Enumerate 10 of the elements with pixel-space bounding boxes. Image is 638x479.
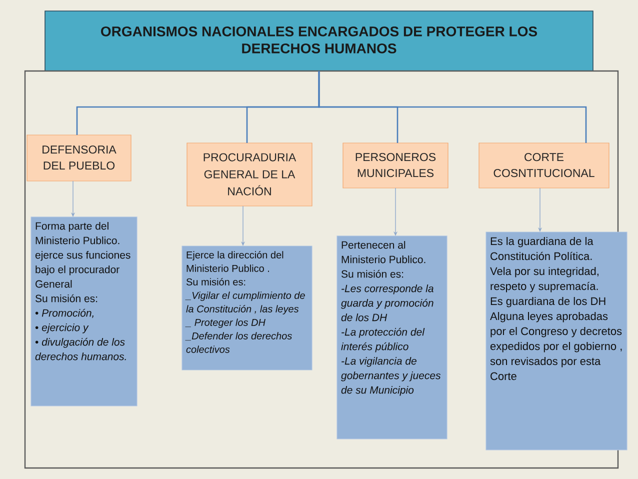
category-box: PERSONEROS MUNICIPALES — [342, 142, 448, 188]
category-box: PROCURADURIA GENERAL DE LA NACIÓN — [186, 142, 312, 206]
connector-line — [318, 71, 587, 143]
title-box: ORGANISMOS NACIONALES ENCARGADOS DE PROTEGER LOS DERECHOS HUMANOS — [44, 10, 594, 72]
description-box: Forma parte del Ministerio Publico. ejerce sus funciones bajo el procurador General Su misión es: • Promoción, • ejercicio y • divulgación de los derechos humanos. — [30, 216, 138, 406]
category-box: DEFENSORIA DEL PUEBLO — [26, 134, 132, 182]
description-box: Es la guardiana de la Constitución Política. Vela por su integridad, respeto y supremacía. Es guardiana de los DH Alguna leyes aprobadas por el Congreso y decretos expedidos por el gobierno , son revisados por esta Corte — [486, 232, 628, 450]
description-box: Pertenecen al Ministerio Publico. Su misión es: -Les corresponde la guarda y promoción de los DH -La protección del interés público -La vigilancia de gobernantes y jueces de su Municipio — [336, 236, 448, 440]
category-box: CORTE COSNTITUCIONAL — [478, 142, 610, 188]
description-box: Ejerce la dirección del Ministerio Publico . Su misión es: _Vigilar el cumplimiento de la Constitución , las leyes _ Proteger los DH _Defender los derechos colectivos — [182, 246, 312, 370]
